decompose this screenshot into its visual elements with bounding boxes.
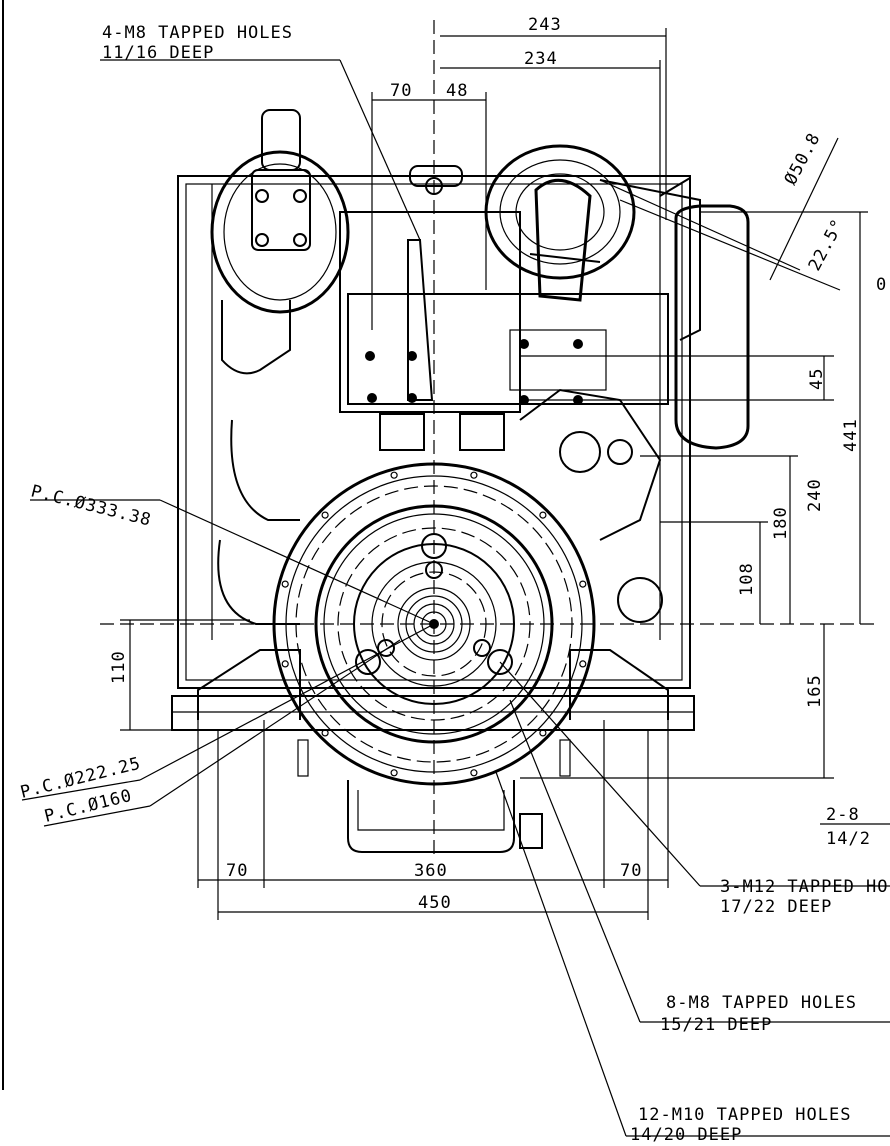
dim-441: 441	[841, 418, 861, 452]
dim-243: 243	[528, 15, 562, 35]
edge-label-14-2: 14/2	[826, 829, 871, 849]
dim-240: 240	[805, 478, 825, 512]
dim-110: 110	[109, 650, 129, 684]
dimension-lines	[21, 28, 890, 1137]
m8-depth-label: 15/21 DEEP	[660, 1015, 772, 1035]
dim-360: 360	[414, 861, 448, 881]
dim-angle-22-5: 22.5°	[805, 215, 849, 274]
bolt-hole	[470, 471, 478, 479]
edge-label-0: 0	[876, 275, 887, 295]
dim-70-top: 70	[390, 81, 412, 101]
bolt-hole	[281, 660, 289, 668]
bolt-hole	[579, 580, 587, 588]
m8-top-holes-label: 4-M8 TAPPED HOLES	[102, 23, 293, 43]
m12-depth-label: 17/22 DEEP	[720, 897, 832, 917]
m8-top-depth-label: 11/16 DEEP	[102, 43, 214, 63]
bolt-hole	[390, 769, 398, 777]
cylinder-block	[217, 165, 669, 625]
bolt-hole	[539, 729, 547, 737]
bolt-hole	[539, 511, 547, 519]
dim-234: 234	[524, 49, 558, 69]
dim-108: 108	[737, 562, 757, 596]
coolant-tank	[674, 204, 750, 450]
air-cleaner	[210, 109, 350, 375]
m10-holes-label: 12-M10 TAPPED HOLES	[638, 1105, 851, 1125]
pc-333-label: P.C.Ø333.38	[29, 481, 154, 530]
dim-165: 165	[805, 674, 825, 708]
bolt-hole	[470, 769, 478, 777]
bolt-hole	[281, 580, 289, 588]
m8-holes-label: 8-M8 TAPPED HOLES	[666, 993, 857, 1013]
edge-label-2-8: 2-8	[826, 805, 860, 825]
bolt-hole	[390, 471, 398, 479]
dim-180: 180	[771, 506, 791, 540]
dim-48: 48	[446, 81, 468, 101]
bolt-hole	[579, 660, 587, 668]
dim-70-left: 70	[226, 861, 248, 881]
m10-depth-label: 14/20 DEEP	[630, 1125, 742, 1145]
m12-holes-label: 3-M12 TAPPED HO	[720, 877, 889, 897]
bolt-hole	[321, 511, 329, 519]
dim-450: 450	[418, 893, 452, 913]
bolt-hole	[321, 729, 329, 737]
dim-70-right: 70	[620, 861, 642, 881]
dim-45: 45	[807, 368, 827, 390]
